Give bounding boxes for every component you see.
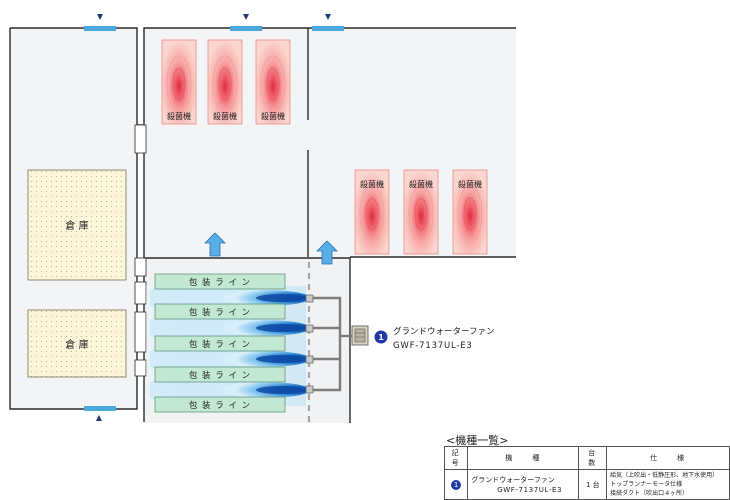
sterilizer-unit: 殺菌機	[207, 39, 243, 125]
sterilizer-label: 殺菌機	[360, 179, 384, 189]
legend-model-cell: グランドウォーターファン GWF-7137UL-E3	[467, 469, 580, 500]
ceiling-diffusers	[84, 14, 344, 421]
packaging-line-label: 包 装 ラ イ ン	[189, 277, 251, 288]
legend-header-spec: 仕 様	[606, 446, 730, 470]
sterilizer-label: 殺菌機	[167, 111, 191, 121]
packaging-line: 包 装 ラ イ ン	[154, 303, 286, 320]
packaging-line: 包 装 ラ イ ン	[154, 335, 286, 352]
legend-header-qty: 台 数	[578, 446, 608, 470]
airflow-core	[256, 355, 308, 363]
sterilizer-label: 殺菌機	[409, 179, 433, 189]
equipment-model: GWF-7137UL-E3	[393, 341, 473, 351]
legend-spec-cell: 給気（上吹出・低静圧形、地下水使用） トップランナーモータ仕様 接続ダクト（吹出…	[606, 469, 730, 500]
equipment-name: グランドウォーターファン	[393, 326, 495, 337]
legend-badge-icon: 1	[451, 479, 462, 490]
sterilizer-label: 殺菌機	[261, 111, 285, 121]
sterilizer-unit: 殺菌機	[403, 169, 439, 255]
sterilizer-unit: 殺菌機	[255, 39, 291, 125]
equipment-callout: 1 グランドウォーターファン GWF-7137UL-E3	[374, 326, 495, 351]
warehouse-left-top: 倉 庫	[27, 169, 127, 281]
sterilizer-label: 殺菌機	[213, 111, 237, 121]
legend-model-name: グランドウォーターファン	[471, 475, 555, 484]
duct-outlets	[305, 294, 314, 394]
legend-model-code: GWF-7137UL-E3	[497, 485, 563, 494]
packaging-line: 包 装 ラ イ ン	[154, 396, 286, 413]
supply-duct	[310, 296, 356, 392]
legend-spec-line: トップランナーモータ仕様	[610, 481, 683, 488]
packaging-line-label: 包 装 ラ イ ン	[189, 307, 251, 318]
legend-header-model: 機 種	[467, 446, 580, 470]
airflow-core	[256, 386, 308, 394]
legend-title: <機種一覧>	[446, 434, 509, 447]
sterilizer-unit: 殺菌機	[452, 169, 488, 255]
legend-symbol-cell: 1	[443, 469, 469, 500]
wall-openings	[134, 124, 147, 377]
sterilizer-unit: 殺菌機	[354, 169, 390, 255]
sterilizer-label: 殺菌機	[458, 179, 482, 189]
sterilizer-group: 殺菌機殺菌機殺菌機殺菌機殺菌機殺菌機	[161, 39, 488, 255]
legend-spec-line: 接続ダクト（吹出口４ヶ所）	[610, 490, 689, 497]
sterilizer-unit: 殺菌機	[161, 39, 197, 125]
legend-header-symbol: 記 号	[443, 446, 469, 470]
packaging-line-label: 包 装 ラ イ ン	[189, 370, 251, 381]
packaging-line-label: 包 装 ラ イ ン	[189, 339, 251, 350]
packaging-lines: 包 装 ラ イ ン包 装 ラ イ ン包 装 ラ イ ン包 装 ラ イ ン包 装 …	[154, 273, 308, 413]
airflow-core	[256, 294, 308, 302]
packaging-line: 包 装 ラ イ ン	[154, 273, 286, 290]
packaging-line-label: 包 装 ラ イ ン	[189, 400, 251, 411]
airflow-up-arrows	[204, 232, 338, 265]
legend-qty: 1 台	[578, 469, 608, 500]
warehouse-label: 倉 庫	[65, 219, 88, 232]
equipment-badge-number: 1	[378, 333, 384, 342]
legend-spec-line: 給気（上吹出・低静圧形、地下水使用）	[610, 472, 719, 479]
airflow-core	[256, 324, 308, 332]
warehouse-left-bottom: 倉 庫	[27, 309, 127, 378]
packaging-line: 包 装 ラ イ ン	[154, 366, 286, 383]
ground-water-fan-unit	[351, 325, 369, 346]
equipment-badge-icon	[374, 330, 388, 344]
warehouse-label: 倉 庫	[65, 338, 88, 351]
